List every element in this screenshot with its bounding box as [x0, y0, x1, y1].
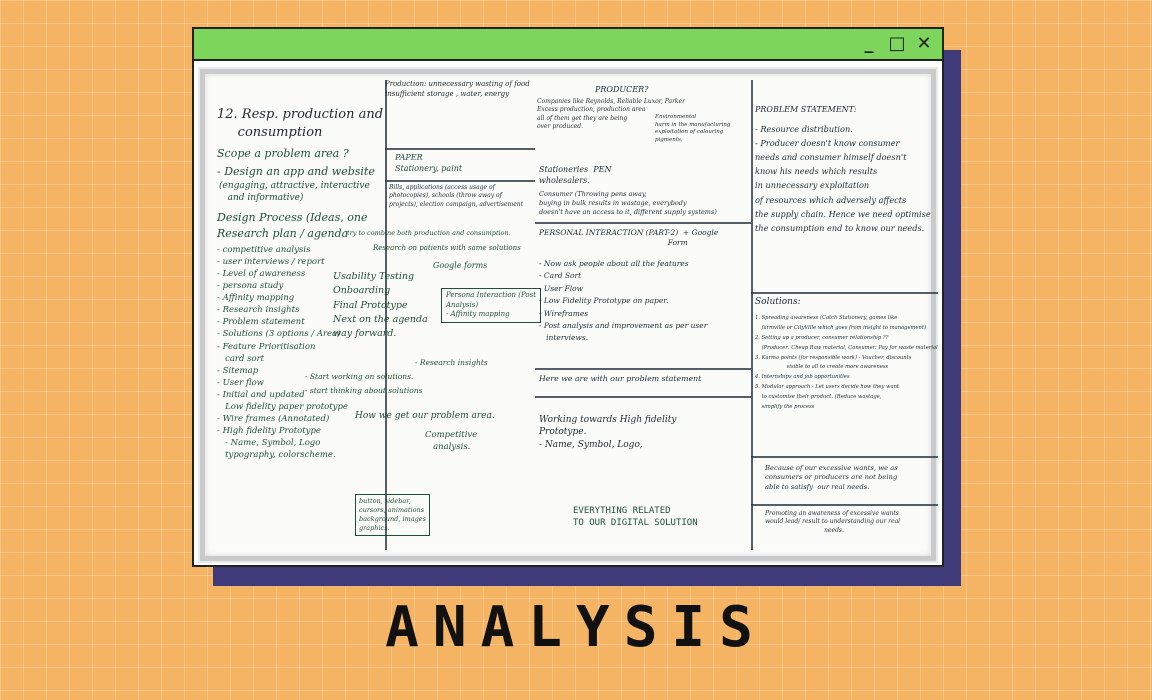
stationeries-note: Stationeries PEN wholesalers.	[539, 165, 612, 186]
whiteboard-photo: 12. Resp. production and consumption Sco…	[198, 67, 938, 563]
app-window: _ □ ✕ 12. Resp. production and consumpti…	[192, 27, 944, 567]
column-divider-right	[751, 80, 753, 550]
process-steps-list: - competitive analysis - user interviews…	[217, 245, 348, 461]
whiteboard: 12. Resp. production and consumption Sco…	[200, 69, 938, 561]
divider-line	[535, 396, 751, 398]
problem-statement-body: - Resource distribution. - Producer does…	[755, 124, 931, 233]
paper-note: PAPER Stationery, paint	[395, 153, 463, 174]
everything-related-note: EVERYTHING RELATED TO OUR DIGITAL SOLUTI…	[573, 506, 698, 528]
google-forms-note: Google forms	[433, 261, 488, 270]
bills-note: Bills, applications (access usage of pho…	[389, 184, 524, 208]
design-process-note: Design Process (Ideas, one	[217, 211, 368, 224]
divider-line	[385, 180, 535, 182]
divider-line	[751, 456, 938, 458]
usability-testing-list: Usability Testing Onboarding Final Proto…	[333, 271, 428, 339]
divider-line	[751, 292, 938, 294]
because-note: Because of our excessive wants, we as co…	[765, 464, 898, 491]
producer-question: PRODUCER?	[595, 85, 649, 94]
title-bar: _ □ ✕	[194, 29, 942, 61]
design-app-note: - Design an app and website	[217, 165, 375, 178]
solutions-list: 1. Spreading awareness (Catch Stationery…	[755, 315, 938, 410]
research-plan-annotation: try to combine both production and consu…	[347, 229, 511, 237]
design-app-desc: (engaging, attractive, interactive and i…	[219, 181, 370, 204]
page-title: ANALYSIS	[385, 595, 767, 660]
problem-statement-here-note: Here we are with our problem statement	[539, 374, 702, 383]
maximize-icon[interactable]: □	[888, 33, 906, 54]
research-plan-note: Research plan / agenda	[217, 227, 349, 240]
companies-note: Companies like Reynolds, Reliable Luxor,…	[537, 98, 685, 130]
problem-statement-heading: PROBLEM STATEMENT:	[755, 105, 857, 114]
environment-harm-note: Environmental harm in the manufacturing …	[655, 114, 731, 143]
personal-interaction-heading: PERSONAL INTERACTION (PART-2) + Google F…	[539, 228, 719, 248]
minimize-icon[interactable]: _	[864, 33, 874, 54]
promoting-note: Promoting an awareness of excessive want…	[765, 510, 901, 534]
high-fidelity-note: Working towards High fidelity Prototype.…	[539, 415, 677, 450]
how-we-get-note: How we get our problem area.	[355, 411, 495, 421]
column-divider-left	[385, 80, 387, 550]
divider-line	[535, 368, 751, 370]
persona-interaction-box: Persona Interaction (Post Analysis) - Af…	[441, 288, 542, 323]
scope-note: Scope a problem area ?	[217, 147, 349, 160]
personal-interaction-steps: - Now ask people about all the features …	[539, 259, 708, 343]
close-icon[interactable]: ✕	[916, 33, 932, 54]
consumer-note: Consumer (Throwing pens away, buying in …	[539, 190, 717, 216]
start-solutions-note: - Start working on solutions. - start th…	[305, 372, 423, 395]
research-patients-note: Research on patients with same solutions	[373, 244, 521, 252]
competitive-analysis-note: Competitive analysis.	[425, 430, 478, 452]
production-note: Production: unnecessary wasting of food …	[385, 80, 530, 98]
board-heading: 12. Resp. production and consumption	[217, 107, 384, 140]
ui-elements-box: button, sidebar, cursors, animations bac…	[355, 494, 430, 536]
research-insights-note: - Research insights	[415, 358, 488, 367]
solutions-heading: Solutions:	[755, 297, 801, 307]
divider-line	[385, 148, 535, 150]
divider-line	[535, 222, 751, 224]
divider-line	[751, 504, 938, 506]
